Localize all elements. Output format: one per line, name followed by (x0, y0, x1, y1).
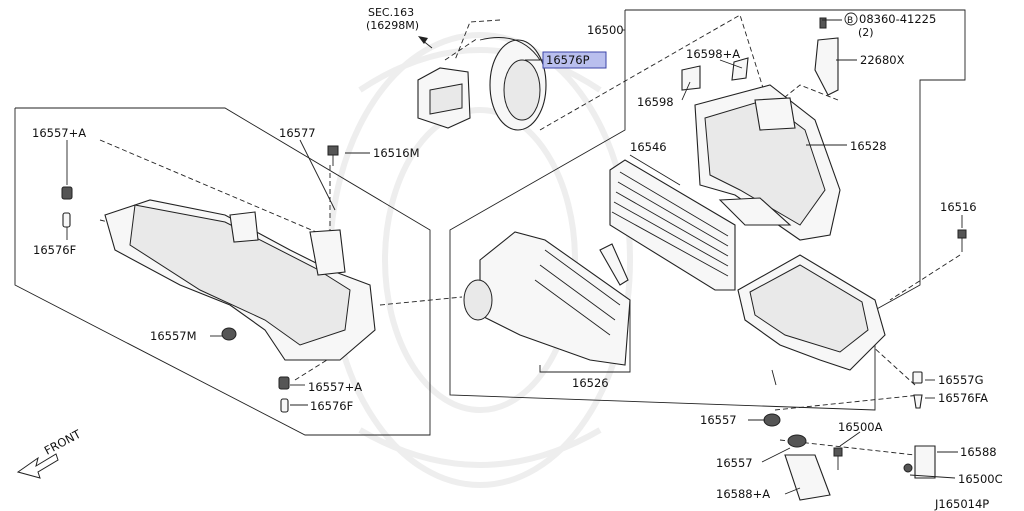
front-arrow-icon (16, 453, 59, 479)
part-label-16598a[interactable]: 16598+A (686, 47, 740, 61)
part-label-16557m[interactable]: 16557M (150, 329, 197, 343)
bolt-symbol-icon (844, 12, 858, 26)
air-filter-element-16546 (609, 159, 736, 291)
part-label-16500c[interactable]: 16500C (958, 472, 1003, 486)
part-label-16500[interactable]: 16500 (587, 23, 624, 37)
part-label-16557a-top[interactable]: 16557+A (32, 126, 86, 140)
part-label-16577[interactable]: 16577 (279, 126, 316, 140)
bracket-16598 (681, 57, 749, 91)
sensor-22680x (814, 17, 839, 96)
air-cleaner-lower-case (737, 254, 886, 386)
part-label-22680x[interactable]: 22680X (860, 53, 905, 67)
part-label-16557-a[interactable]: 16557 (700, 413, 737, 427)
part-label-16500a[interactable]: 16500A (838, 420, 883, 434)
part-label-16588a[interactable]: 16588+A (716, 487, 770, 501)
intake-duct-16526 (463, 231, 631, 366)
sec-ref-line1: SEC.163 (368, 6, 414, 19)
part-label-16516[interactable]: 16516 (940, 200, 977, 214)
part-label-16557a-bottom[interactable]: 16557+A (308, 380, 362, 394)
front-label: FRONT (42, 426, 84, 457)
part-label-16557g[interactable]: 16557G (938, 373, 984, 387)
highlight-box (542, 51, 607, 69)
part-label-16516m[interactable]: 16516M (373, 146, 420, 160)
part-label-16576f-bottom[interactable]: 16576F (310, 399, 353, 413)
maf-sensor-16576p (417, 37, 547, 131)
part-label-08360-41225[interactable]: B 08360-41225 (2) (844, 12, 936, 39)
bracket-16588a (784, 454, 831, 501)
sec-ref-line2: (16298M) (366, 19, 419, 32)
part-label-16557-b[interactable]: 16557 (716, 456, 753, 470)
part-label-text: 16576P (546, 53, 590, 67)
part-label-text: 08360-41225 (859, 12, 936, 26)
label-leader-lines (66, 19, 963, 495)
part-label-16576fa[interactable]: 16576FA (938, 391, 988, 405)
part-label-16526[interactable]: 16526 (572, 376, 609, 390)
bolt-symbol-letter: B (847, 16, 853, 26)
air-cleaner-upper-case-16528 (694, 84, 841, 241)
part-label-16576p[interactable]: 16576P (542, 51, 607, 69)
part-label-16576f-top[interactable]: 16576F (33, 243, 76, 257)
bracket-16588 (903, 445, 936, 479)
assembly-frame-left (14, 107, 431, 436)
part-label-16546[interactable]: 16546 (630, 140, 667, 154)
part-quantity: (2) (858, 26, 874, 39)
part-label-16598[interactable]: 16598 (637, 95, 674, 109)
sec-arrow-icon (418, 36, 433, 49)
part-label-16588[interactable]: 16588 (960, 445, 997, 459)
diagram-reference-code: J165014P (934, 497, 989, 511)
fasteners (61, 145, 967, 470)
part-label-16528[interactable]: 16528 (850, 139, 887, 153)
resonator-16577 (104, 199, 376, 361)
